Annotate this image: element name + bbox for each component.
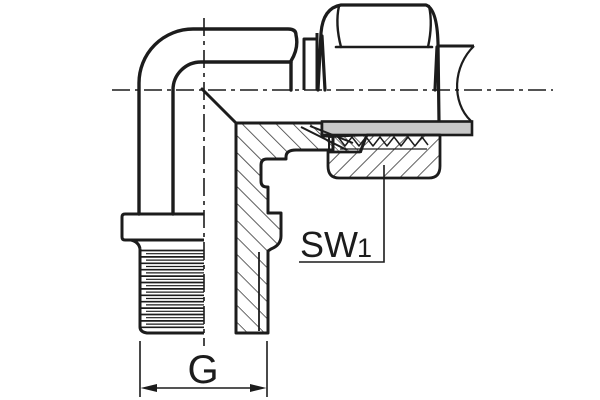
tube-break-line — [456, 45, 475, 122]
thread-root-lines — [146, 253, 204, 325]
stud-left-edge — [138, 249, 204, 335]
nut-flat-boundary-left — [336, 4, 343, 49]
sw1-leader — [299, 165, 385, 263]
arrowhead-left — [140, 384, 157, 392]
thread-crest-lines — [141, 249, 204, 329]
wrench-size-index: 1 — [357, 233, 372, 263]
body-hex-chamfer — [302, 37, 317, 90]
tube-wall-section — [320, 120, 474, 137]
nut-section-hatched — [300, 125, 442, 180]
compression-nut — [316, 3, 441, 124]
elbow-outer-contour — [137, 27, 299, 216]
nut-thread-teeth — [337, 136, 429, 147]
nut-left-corner-edge — [320, 34, 327, 92]
male-thread-lines — [141, 249, 204, 329]
nut-silhouette — [316, 3, 441, 124]
centerlines — [112, 18, 553, 346]
hex-flange-and-stud — [120, 212, 204, 335]
arrowhead-right — [250, 384, 267, 392]
cutting-ring-ferrule — [328, 133, 369, 153]
leader-line — [299, 165, 385, 263]
nut-flat-boundary-right — [426, 4, 432, 49]
tube — [439, 44, 475, 122]
flange-to-thread-taper — [130, 238, 142, 250]
cone-seat-lines — [300, 125, 354, 151]
elbow-bend-outline — [137, 27, 299, 216]
thread-size-label: G — [187, 348, 218, 392]
elbow-inner-contour — [171, 60, 293, 216]
wrench-size-label: SW — [300, 224, 358, 265]
flange-outline — [120, 212, 204, 242]
body-section-hatched — [200, 87, 335, 335]
nut-right-corner-edge — [433, 45, 439, 92]
g-dimension — [139, 341, 268, 397]
